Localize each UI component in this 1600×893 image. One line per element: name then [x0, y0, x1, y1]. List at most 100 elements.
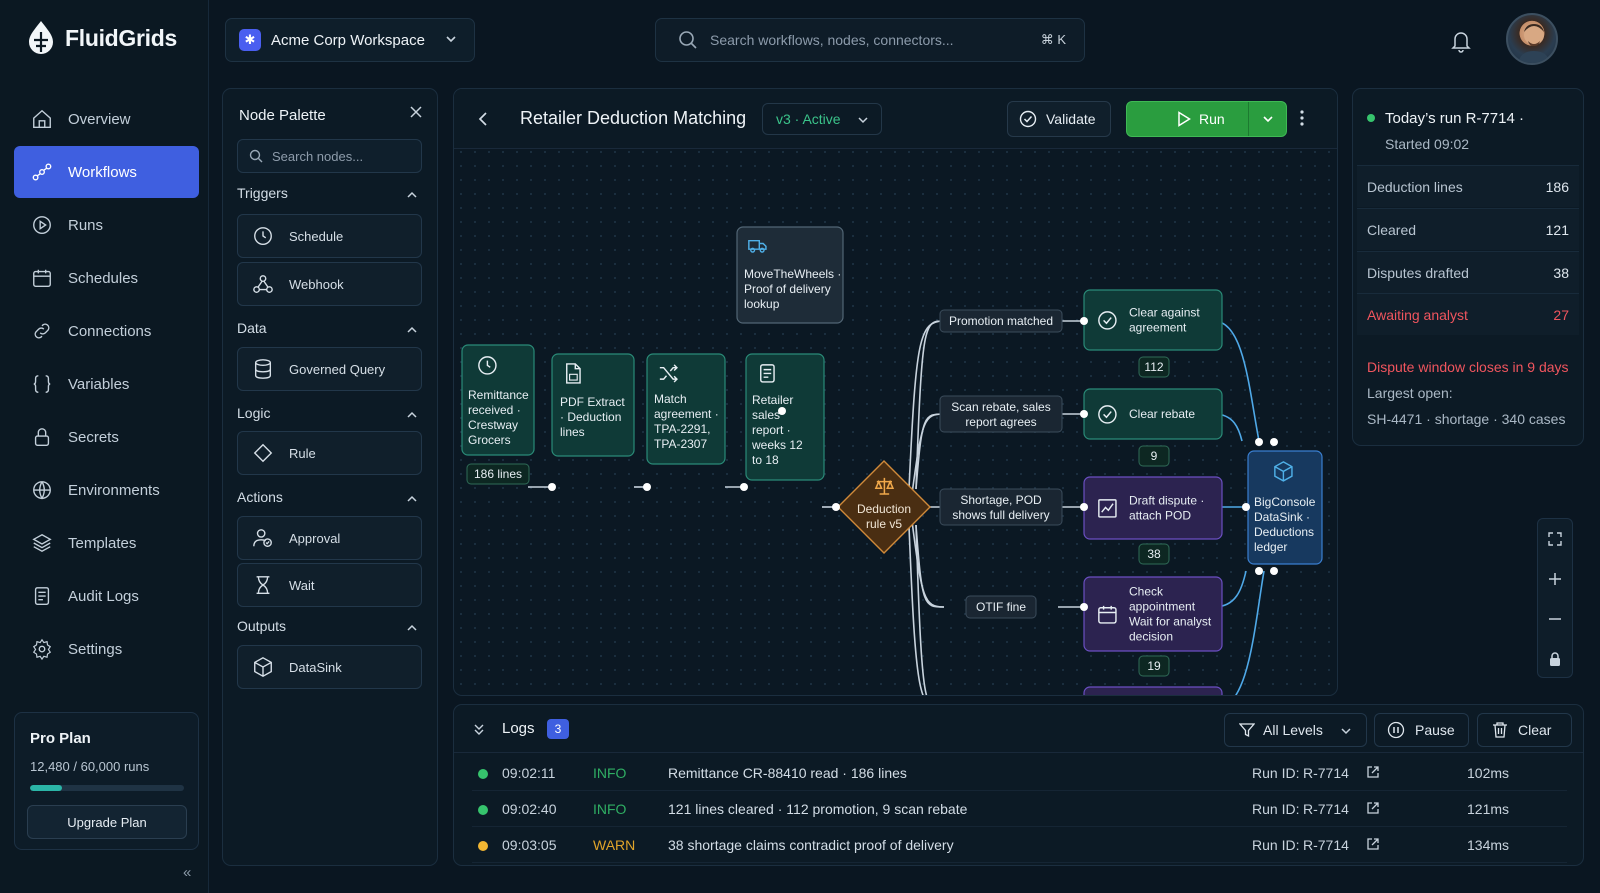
palette-section-logic[interactable]: Logic — [237, 405, 422, 425]
connector-port[interactable] — [1255, 567, 1263, 575]
global-search[interactable]: ⌘ K — [655, 18, 1085, 62]
zoom-out-icon[interactable] — [1538, 599, 1572, 639]
lock-icon[interactable] — [1538, 639, 1572, 679]
connector-port[interactable] — [1080, 603, 1088, 611]
external-link-icon[interactable] — [1366, 837, 1380, 851]
back-arrow-icon[interactable] — [476, 110, 490, 128]
more-options-icon[interactable] — [1299, 109, 1305, 127]
run-button[interactable]: Run — [1127, 102, 1249, 136]
pause-label: Pause — [1415, 722, 1455, 738]
validate-button[interactable]: Validate — [1007, 101, 1111, 137]
nav-item-connections[interactable]: Connections — [14, 305, 199, 357]
connector-port[interactable] — [548, 483, 556, 491]
nav-item-variables[interactable]: Variables — [14, 358, 199, 410]
pause-button[interactable]: Pause — [1374, 713, 1469, 747]
nav-item-audit-logs[interactable]: Audit Logs — [14, 570, 199, 622]
connector-port[interactable] — [740, 483, 748, 491]
app-logo[interactable]: FluidGrids — [25, 20, 177, 56]
nav-item-runs[interactable]: Runs — [14, 199, 199, 251]
nav-item-overview[interactable]: Overview — [14, 93, 199, 145]
braces-icon — [30, 372, 54, 396]
version-label: v3 · Active — [776, 111, 841, 127]
palette-section-actions[interactable]: Actions — [237, 489, 422, 509]
workflow-title: Retailer Deduction Matching — [520, 108, 747, 128]
bell-icon[interactable] — [1449, 28, 1473, 54]
workflow-canvas[interactable]: Retailer Deduction Matching v3 · Active … — [453, 88, 1338, 696]
palette-search-input[interactable] — [272, 148, 412, 164]
connector-port[interactable] — [1270, 438, 1278, 446]
branch-action-node[interactable]: Draft dispute ·attach POD — [1083, 476, 1223, 540]
connector-port[interactable] — [1080, 317, 1088, 325]
branch-action-node[interactable]: Clear rebate — [1083, 388, 1223, 440]
palette-item-wait[interactable]: Wait — [237, 563, 422, 607]
stat-value: 186 — [1545, 178, 1569, 195]
palette-item-schedule[interactable]: Schedule — [237, 214, 422, 258]
nav-item-secrets[interactable]: Secrets — [14, 411, 199, 463]
palette-search[interactable] — [237, 139, 422, 173]
upgrade-plan-button[interactable]: Upgrade Plan — [27, 805, 187, 839]
nav-item-settings[interactable]: Settings — [14, 623, 199, 675]
branch-label[interactable]: Promotion matched — [939, 309, 1063, 333]
search-input[interactable] — [710, 32, 1030, 48]
nav-item-templates[interactable]: Templates — [14, 517, 199, 569]
connector-port[interactable] — [1255, 438, 1263, 446]
nav-item-workflows[interactable]: Workflows — [14, 146, 199, 198]
palette-item-datasink[interactable]: DataSink — [237, 645, 422, 689]
connector-port[interactable] — [832, 503, 840, 511]
node-text-line: Wait for analyst — [1129, 615, 1212, 629]
connector-port[interactable] — [1080, 503, 1088, 511]
collapse-sidebar-icon[interactable]: « — [183, 864, 192, 881]
fullscreen-icon[interactable] — [1538, 519, 1572, 559]
chevron-down-icon[interactable] — [472, 722, 486, 736]
connector-port[interactable] — [1270, 567, 1278, 575]
connector-port[interactable] — [643, 483, 651, 491]
user-avatar[interactable] — [1506, 13, 1558, 65]
palette-section-outputs[interactable]: Outputs — [237, 618, 422, 638]
log-run-id: R-7714 — [1303, 765, 1349, 781]
zoom-in-icon[interactable] — [1538, 559, 1572, 599]
count-badge-box — [1138, 543, 1170, 565]
branch-action-node[interactable]: Analyst review — [1083, 686, 1223, 696]
close-icon[interactable] — [409, 105, 423, 119]
connector-port[interactable] — [1080, 410, 1088, 418]
nav-item-environments[interactable]: Environments — [14, 464, 199, 516]
palette-item-webhook[interactable]: Webhook — [237, 262, 422, 306]
run-options-dropdown[interactable] — [1249, 113, 1286, 125]
palette-item-governed-query[interactable]: Governed Query — [237, 347, 422, 391]
branch-label[interactable]: OTIF fine — [965, 595, 1037, 619]
external-link-icon[interactable] — [1366, 801, 1380, 815]
clear-button[interactable]: Clear — [1477, 713, 1572, 747]
palette-section-data[interactable]: Data — [237, 320, 422, 340]
cube-icon — [251, 655, 275, 679]
palette-item-label: DataSink — [289, 659, 342, 675]
count-badge: 38 — [1138, 543, 1170, 565]
log-level-filter[interactable]: All Levels — [1224, 713, 1367, 747]
palette-item-approval[interactable]: Approval — [237, 516, 422, 560]
version-select[interactable]: v3 · Active — [762, 103, 882, 135]
palette-section-triggers[interactable]: Triggers — [237, 185, 422, 205]
connector-port[interactable] — [778, 407, 786, 415]
palette-item-rule[interactable]: Rule — [237, 431, 422, 475]
chevron-up-icon — [406, 324, 418, 336]
validate-label: Validate — [1046, 111, 1096, 127]
nav-item-schedules[interactable]: Schedules — [14, 252, 199, 304]
workspace-switcher[interactable]: ✱ Acme Corp Workspace — [225, 18, 475, 62]
connector-port[interactable] — [1242, 503, 1250, 511]
chevron-down-icon — [1340, 725, 1352, 737]
external-link-icon[interactable] — [1366, 765, 1380, 779]
